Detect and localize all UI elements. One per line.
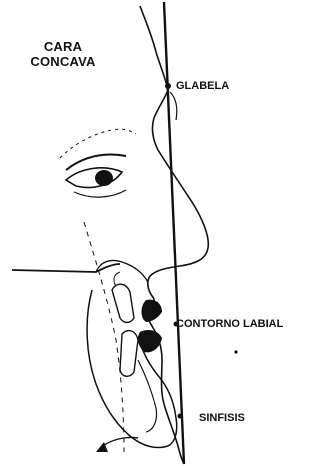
- sinfisis-label: SINFISIS: [199, 413, 245, 424]
- glabela-marker: [165, 83, 171, 89]
- orbital-dashed-arc: [60, 129, 136, 158]
- upper-incisor: [112, 284, 134, 322]
- lower-incisor: [120, 331, 138, 377]
- eye-pupil: [95, 170, 113, 186]
- glabela-label: GLABELA: [176, 81, 229, 92]
- title-line-1: CARA: [18, 40, 108, 53]
- maxilla-outline: [96, 260, 148, 282]
- facial-dashed-line: [84, 222, 124, 452]
- lower-lip: [138, 330, 162, 352]
- lower-eyelid: [74, 190, 126, 197]
- contorno-labial-label: CONTORNO LABIAL: [176, 319, 283, 330]
- speck: [234, 350, 237, 353]
- figure-title: CARA CONCAVA: [18, 40, 108, 68]
- sinfisis-marker: [178, 414, 183, 419]
- skull-outline: [170, 92, 177, 120]
- eye-outline: [66, 168, 122, 188]
- profile-reference-line: [164, 2, 184, 464]
- palatal-plane: [12, 264, 120, 272]
- title-line-2: CONCAVA: [18, 55, 108, 68]
- upper-lip: [142, 300, 163, 322]
